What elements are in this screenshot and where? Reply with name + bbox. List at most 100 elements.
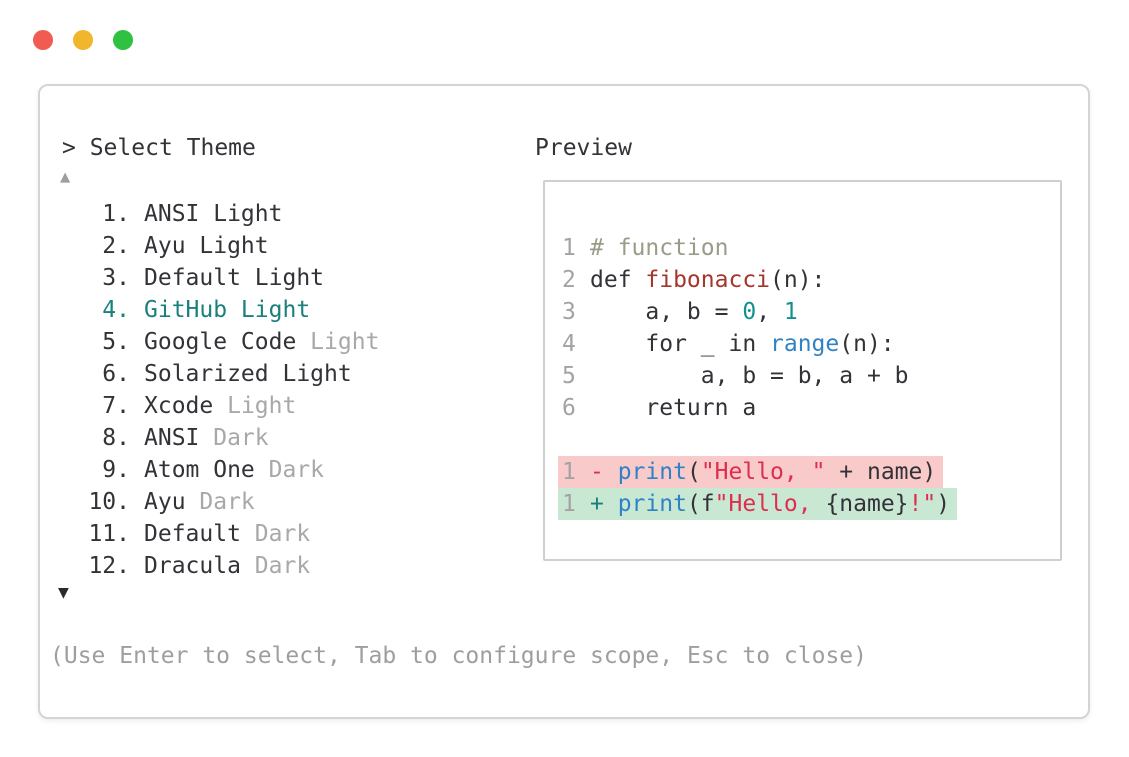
theme-number: 10. — [88, 489, 130, 515]
theme-variant-suffix: Dark — [254, 457, 325, 483]
theme-list-item[interactable]: 6. Solarized Light — [40, 358, 520, 390]
preview-label: Preview — [535, 135, 632, 161]
line-number: 4 — [562, 331, 576, 357]
code-token-string: "Hello, " — [700, 459, 826, 485]
theme-list-item[interactable]: 4. GitHub Light — [40, 294, 520, 326]
line-number: 5 — [562, 363, 576, 389]
code-token-default: for _ in — [590, 331, 771, 357]
code-line: 2 def fibonacci(n): — [562, 264, 1060, 296]
theme-number: 12. — [88, 553, 130, 579]
theme-name: Ayu Dark — [144, 489, 255, 515]
theme-list-item[interactable]: 12. Dracula Dark — [40, 550, 520, 582]
theme-variant-suffix: Dark — [185, 489, 255, 515]
theme-list-item[interactable]: 7. Xcode Light — [40, 390, 520, 422]
code-line: 4 for _ in range(n): — [562, 328, 1060, 360]
diff-highlight: 1- print("Hello, " + name) — [558, 456, 944, 488]
theme-list-item[interactable]: 1. ANSI Light — [40, 198, 520, 230]
theme-number: 7. — [102, 393, 130, 419]
code-token-default: + name) — [825, 459, 937, 485]
code-token-diff_minus: - — [590, 459, 618, 485]
theme-name: Default Dark — [144, 521, 311, 547]
theme-variant-suffix: Light — [213, 393, 297, 419]
code-token-number: 0 — [742, 299, 757, 325]
code-token-default: a, b = b, a + b — [590, 363, 909, 389]
theme-name: Atom One Dark — [144, 457, 325, 483]
theme-list-item[interactable]: 10. Ayu Dark — [40, 486, 520, 518]
line-number: 1 — [562, 235, 576, 261]
code-token-comment: # function — [590, 235, 729, 261]
code-line: 1 # function — [562, 232, 1060, 264]
keyboard-hint: (Use Enter to select, Tab to configure s… — [50, 643, 867, 669]
theme-list-item[interactable]: 3. Default Light — [40, 262, 520, 294]
code-token-default: (n): — [839, 331, 895, 357]
theme-number: 1. — [102, 201, 130, 227]
code-token-default: , — [756, 299, 784, 325]
scroll-down-icon[interactable]: ▼ — [58, 582, 69, 603]
theme-picker-window: > Select Theme Preview ▲ 1. ANSI Light 2. A… — [38, 84, 1090, 719]
theme-list-item[interactable]: 11. Default Dark — [40, 518, 520, 550]
theme-number: 4. — [102, 297, 130, 323]
code-token-builtin: print — [617, 459, 687, 485]
code-token-string: "Hello, — [714, 491, 826, 517]
theme-number: 8. — [102, 425, 130, 451]
theme-name: Default Light — [144, 265, 325, 291]
code-line: 5 a, b = b, a + b — [562, 360, 1060, 392]
theme-name: Ayu Light — [144, 233, 269, 259]
code-token-builtin: range — [770, 331, 840, 357]
code-token-builtin: print — [617, 491, 687, 517]
theme-number: 5. — [102, 329, 130, 355]
diff-added-line: 1+ print(f"Hello, {name}!") — [558, 488, 1060, 520]
theme-list-item[interactable]: 2. Ayu Light — [40, 230, 520, 262]
code-token-default: ) — [936, 491, 951, 517]
theme-variant-suffix: Dark — [240, 553, 311, 579]
line-number: 1 — [562, 459, 576, 485]
code-token-default: {name} — [825, 491, 909, 517]
line-number: 3 — [562, 299, 576, 325]
theme-number: 2. — [102, 233, 130, 259]
theme-number: 9. — [102, 457, 130, 483]
code-token-default: return a — [590, 395, 757, 421]
minimize-button[interactable] — [73, 30, 93, 50]
code-token-default: (n): — [770, 267, 826, 293]
theme-name: Xcode Light — [144, 393, 297, 419]
line-number: 1 — [562, 491, 576, 517]
theme-list-item[interactable]: 9. Atom One Dark — [40, 454, 520, 486]
theme-name: Dracula Dark — [144, 553, 311, 579]
code-line: 6 return a — [562, 392, 1060, 424]
code-token-default: (f — [686, 491, 715, 517]
theme-name: ANSI Dark — [144, 425, 269, 451]
code-line — [562, 424, 1060, 456]
diff-highlight: 1+ print(f"Hello, {name}!") — [558, 488, 958, 520]
zoom-button[interactable] — [113, 30, 133, 50]
code-token-function: fibonacci — [645, 267, 771, 293]
theme-name: GitHub Light — [144, 297, 311, 323]
theme-number: 6. — [102, 361, 130, 387]
diff-removed-line: 1- print("Hello, " + name) — [558, 456, 1060, 488]
line-number: 6 — [562, 395, 576, 421]
theme-variant-suffix: Light — [296, 329, 380, 355]
code-token-number: 1 — [783, 299, 798, 325]
window-controls — [33, 30, 133, 50]
theme-variant-suffix: Dark — [240, 521, 311, 547]
theme-name: Google Code Light — [144, 329, 380, 355]
prompt-chevron: > — [62, 135, 90, 161]
theme-number: 3. — [102, 265, 130, 291]
title-text: Select Theme — [89, 135, 256, 161]
page-title: > Select Theme — [62, 132, 256, 164]
theme-number: 11. — [88, 521, 130, 547]
code-token-default: a, b = — [590, 299, 743, 325]
code-token-default: ( — [686, 459, 701, 485]
theme-list-item[interactable]: 8. ANSI Dark — [40, 422, 520, 454]
line-number: 2 — [562, 267, 576, 293]
theme-name: ANSI Light — [144, 201, 283, 227]
code-token-default: def — [590, 267, 646, 293]
code-line: 3 a, b = 0, 1 — [562, 296, 1060, 328]
theme-name: Solarized Light — [144, 361, 352, 387]
theme-list: 1. ANSI Light 2. Ayu Light 3. Default Light 4.… — [40, 198, 520, 582]
theme-list-item[interactable]: 5. Google Code Light — [40, 326, 520, 358]
theme-variant-suffix: Dark — [199, 425, 269, 451]
scroll-up-icon[interactable]: ▲ — [60, 167, 71, 187]
close-button[interactable] — [33, 30, 53, 50]
